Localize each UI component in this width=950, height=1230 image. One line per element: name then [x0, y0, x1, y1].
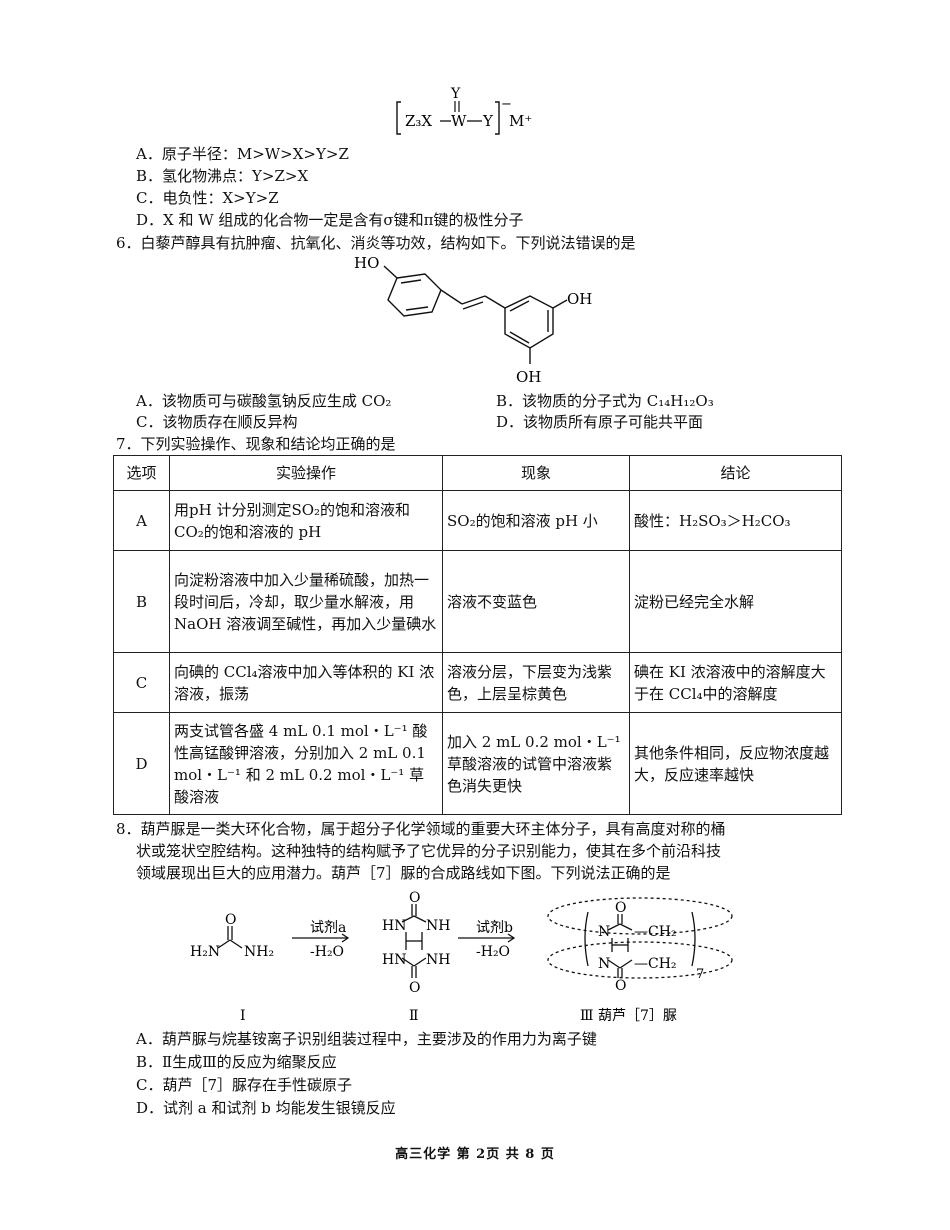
q8-synthesis-scheme: H₂N NH₂ O 试剂a -H₂O O HN NH HN NH O 试剂b -…	[190, 890, 733, 1024]
q8-option-c: C．葫芦［7］脲存在手性碳原子	[136, 1076, 353, 1094]
q6-oh-bottom-label: OH	[516, 368, 541, 386]
cb-n-bottom: N	[598, 956, 610, 972]
glycoluril-hn-bottom: HN	[382, 952, 406, 968]
cb-n-top: N	[598, 924, 610, 940]
q5-formula-y-right: Y	[482, 112, 494, 130]
label-compound-1: I	[240, 1008, 246, 1024]
row-conclusion: 其他条件相同，反应物浓度越大，反应速率越快	[629, 712, 842, 815]
table-row: D 两支试管各盛 4 mL 0.1 mol・L⁻¹ 酸性高锰酸钾溶液，分别加入 …	[113, 712, 842, 815]
q6-ho-label: HO	[354, 254, 379, 272]
q6-oh-right-label: OH	[567, 290, 592, 308]
label-compound-3: Ⅲ 葫芦［7］脲	[580, 1008, 677, 1024]
q8-option-b: B．Ⅱ生成Ⅲ的反应为缩聚反应	[136, 1053, 337, 1071]
cb-ch2-top: —CH₂	[634, 924, 677, 940]
row-phenomenon: 加入 2 mL 0.2 mol・L⁻¹ 草酸溶液的试管中溶液紫色消失更快	[442, 712, 630, 815]
q8-stem-line-3: 领域展现出巨大的应用潜力。葫芦［7］脲的合成路线如下图。下列说法正确的是	[136, 864, 671, 882]
header-phenomenon: 现象	[442, 455, 630, 491]
glycoluril-o-bottom: O	[409, 980, 420, 996]
glycoluril-hn-top: HN	[382, 918, 406, 934]
glycoluril-nh-top: NH	[426, 918, 450, 934]
q5-formula-counter-ion: M⁺	[509, 112, 532, 130]
table-header-row: 选项 实验操作 现象 结论	[113, 455, 842, 491]
row-conclusion: 碘在 KI 浓溶液中的溶解度大于在 CCl₄中的溶解度	[629, 652, 842, 713]
row-phenomenon: 溶液分层，下层变为浅紫色，上层呈棕黄色	[442, 652, 630, 713]
q5-formula-charge: −	[501, 97, 512, 112]
cb-subscript: 7	[696, 967, 704, 982]
q6-option-b: B．该物质的分子式为 C₁₄H₁₂O₃	[496, 392, 714, 410]
q7-stem: 7．下列实验操作、现象和结论均正确的是	[116, 435, 396, 453]
q6-option-d: D．该物质所有原子可能共平面	[496, 413, 704, 431]
q6-resveratrol-structure: HO OH OH	[354, 254, 592, 386]
urea-nh2: NH₂	[244, 944, 274, 960]
q5-option-c: C．电负性：X>Y>Z	[136, 189, 279, 207]
q5-formula-z3x: Z₃X	[405, 112, 432, 130]
cb-ch2-bottom: —CH₂	[634, 956, 677, 972]
row-key: B	[113, 550, 170, 653]
row-conclusion: 淀粉已经完全水解	[629, 550, 842, 653]
row-key: C	[113, 652, 170, 713]
row-conclusion: 酸性：H₂SO₃＞H₂CO₃	[629, 490, 842, 551]
q6-stem: 6．白藜芦醇具有抗肿瘤、抗氧化、消炎等功效，结构如下。下列说法错误的是	[116, 234, 636, 252]
row-operation: 向淀粉溶液中加入少量稀硫酸，加热一段时间后，冷却，取少量水解液，用 NaOH 溶…	[169, 550, 443, 653]
header-conclusion: 结论	[629, 455, 842, 491]
q5-option-a: A．原子半径：M>W>X>Y>Z	[136, 145, 349, 163]
row-operation: 用pH 计分别测定SO₂的饱和溶液和CO₂的饱和溶液的 pH	[169, 490, 443, 551]
q8-option-a: A．葫芦脲与烷基铵离子识别组装过程中，主要涉及的作用力为离子键	[136, 1030, 597, 1048]
q5-option-b: B．氢化物沸点：Y>Z>X	[136, 167, 309, 185]
q6-option-a: A．该物质可与碳酸氢钠反应生成 CO₂	[136, 392, 392, 410]
cb-o-bottom: O	[615, 978, 626, 994]
label-compound-2: Ⅱ	[409, 1008, 419, 1024]
reagent-b-label: 试剂b	[476, 920, 513, 936]
row-key: D	[113, 712, 170, 815]
q8-stem-line-2: 状或笼状空腔结构。这种独特的结构赋予了它优异的分子识别能力，使其在多个前沿科技	[136, 842, 722, 860]
urea-h2n: H₂N	[190, 944, 220, 960]
row-operation: 向碘的 CCl₄溶液中加入等体积的 KI 浓溶液，振荡	[169, 652, 443, 713]
reagent-b-water: -H₂O	[476, 944, 510, 960]
q6-option-c: C．该物质存在顺反异构	[136, 413, 298, 431]
reagent-a-water: -H₂O	[310, 944, 344, 960]
urea-o: O	[225, 912, 236, 928]
table-row: C 向碘的 CCl₄溶液中加入等体积的 KI 浓溶液，振荡 溶液分层，下层变为浅…	[113, 652, 842, 713]
q7-experiment-table: 选项 实验操作 现象 结论 A 用pH 计分别测定SO₂的饱和溶液和CO₂的饱和…	[113, 455, 842, 815]
header-operation: 实验操作	[169, 455, 443, 491]
glycoluril-nh-bottom: NH	[426, 952, 450, 968]
q8-stem-line-1: 8．葫芦脲是一类大环化合物，属于超分子化学领域的重要大环主体分子，具有高度对称的…	[116, 820, 726, 838]
table-row: B 向淀粉溶液中加入少量稀硫酸，加热一段时间后，冷却，取少量水解液，用 NaOH…	[113, 550, 842, 653]
q5-option-d: D．X 和 W 组成的化合物一定是含有σ键和π键的极性分子	[136, 211, 524, 229]
q5-formula-w: W	[451, 112, 467, 130]
reagent-a-label: 试剂a	[310, 920, 346, 936]
q5-formula-y-top: Y	[450, 86, 461, 102]
row-phenomenon: SO₂的饱和溶液 pH 小	[442, 490, 630, 551]
header-option: 选项	[113, 455, 170, 491]
page-footer: 高三化学 第 2页 共 8 页	[395, 1147, 555, 1162]
q5-formula: Z₃X W Y Y − M⁺	[396, 86, 532, 135]
table-row: A 用pH 计分别测定SO₂的饱和溶液和CO₂的饱和溶液的 pH SO₂的饱和溶…	[113, 490, 842, 551]
row-operation: 两支试管各盛 4 mL 0.1 mol・L⁻¹ 酸性高锰酸钾溶液，分别加入 2 …	[169, 712, 443, 815]
row-phenomenon: 溶液不变蓝色	[442, 550, 630, 653]
glycoluril-o-top: O	[409, 890, 420, 906]
row-key: A	[113, 490, 170, 551]
cb-o-top: O	[615, 900, 626, 916]
q8-option-d: D．试剂 a 和试剂 b 均能发生银镜反应	[136, 1099, 396, 1117]
